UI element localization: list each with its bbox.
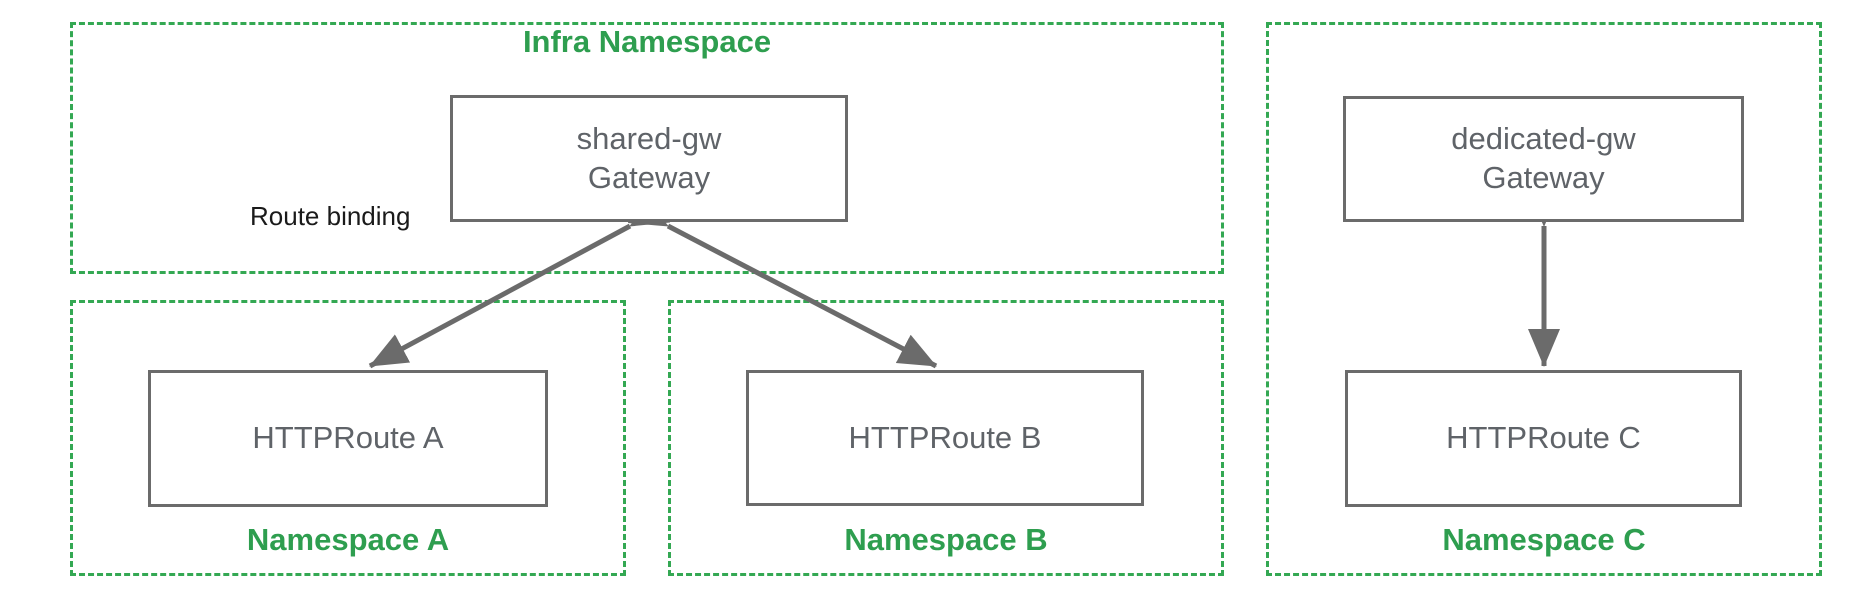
node-route-c-label: HTTPRoute C bbox=[1446, 420, 1641, 456]
edge-label-route-binding: Route binding bbox=[250, 201, 411, 231]
namespace-container-b bbox=[668, 300, 1224, 576]
namespace-label-infra: Infra Namespace bbox=[522, 24, 772, 59]
node-shared-gw-line2: Gateway bbox=[587, 159, 711, 195]
namespace-label-c: Namespace C bbox=[1442, 522, 1646, 557]
node-route-b-label: HTTPRoute B bbox=[848, 419, 1042, 455]
namespace-label-a: Namespace A bbox=[246, 522, 450, 557]
node-route-c[interactable]: HTTPRoute C bbox=[1345, 370, 1742, 507]
node-dedicated-gw-line2: Gateway bbox=[1482, 160, 1605, 195]
node-dedicated-gw[interactable]: dedicated-gw Gateway bbox=[1343, 96, 1744, 222]
namespace-container-c bbox=[1266, 22, 1822, 576]
node-route-a-label: HTTPRoute A bbox=[252, 420, 444, 456]
namespace-label-b: Namespace B bbox=[844, 522, 1048, 557]
node-route-b[interactable]: HTTPRoute B bbox=[746, 370, 1144, 506]
node-shared-gw[interactable]: shared-gw Gateway bbox=[450, 95, 848, 222]
node-route-a[interactable]: HTTPRoute A bbox=[148, 370, 548, 507]
node-shared-gw-line1: shared-gw bbox=[576, 120, 722, 156]
node-dedicated-gw-line1: dedicated-gw bbox=[1451, 121, 1636, 157]
namespace-container-a bbox=[70, 300, 626, 576]
